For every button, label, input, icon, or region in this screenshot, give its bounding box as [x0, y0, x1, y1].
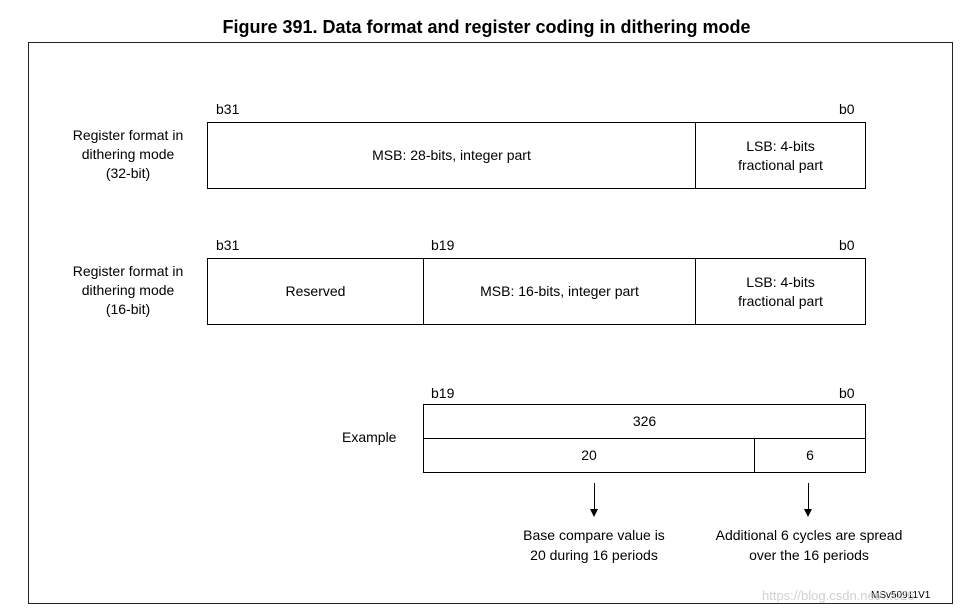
example-total-field: 326 [423, 404, 866, 439]
figure-reference-code: MSv50911V1 [871, 590, 931, 601]
reg16-reserved-field: Reserved [207, 258, 424, 325]
reg16-bit-b0: b0 [839, 237, 855, 253]
fraction-note: Additional 6 cycles are spread over the … [715, 527, 903, 563]
reg32-row-label: Register format in dithering mode (32-bi… [72, 127, 184, 181]
fraction-arrow-head [804, 509, 812, 517]
example-fraction-field: 6 [754, 438, 866, 473]
reg32-bit-b31: b31 [216, 101, 240, 117]
integer-arrow-head [590, 509, 598, 517]
integer-note: Base compare value is 20 during 16 perio… [523, 527, 665, 563]
fraction-arrow-shaft [808, 483, 809, 510]
reg16-lsb-field: LSB: 4-bits fractional part [695, 258, 866, 325]
reg16-bit-b31: b31 [216, 237, 240, 253]
reg32-lsb-field: LSB: 4-bits fractional part [695, 122, 866, 189]
reg32-bit-b0: b0 [839, 101, 855, 117]
example-integer-field: 20 [423, 438, 755, 473]
integer-arrow-shaft [594, 483, 595, 510]
reg16-bit-b19: b19 [431, 237, 455, 253]
example-bit-b19: b19 [431, 385, 455, 401]
watermark: https://blog.csdn.net/...026 [762, 588, 915, 603]
figure-title: Figure 391. Data format and register cod… [222, 17, 751, 37]
reg16-row-label: Register format in dithering mode (16-bi… [72, 263, 184, 317]
reg16-msb-field: MSB: 16-bits, integer part [423, 258, 696, 325]
example-label: Example [342, 429, 397, 445]
reg32-msb-field: MSB: 28-bits, integer part [207, 122, 696, 189]
example-bit-b0: b0 [839, 385, 855, 401]
figure-frame [28, 42, 953, 604]
